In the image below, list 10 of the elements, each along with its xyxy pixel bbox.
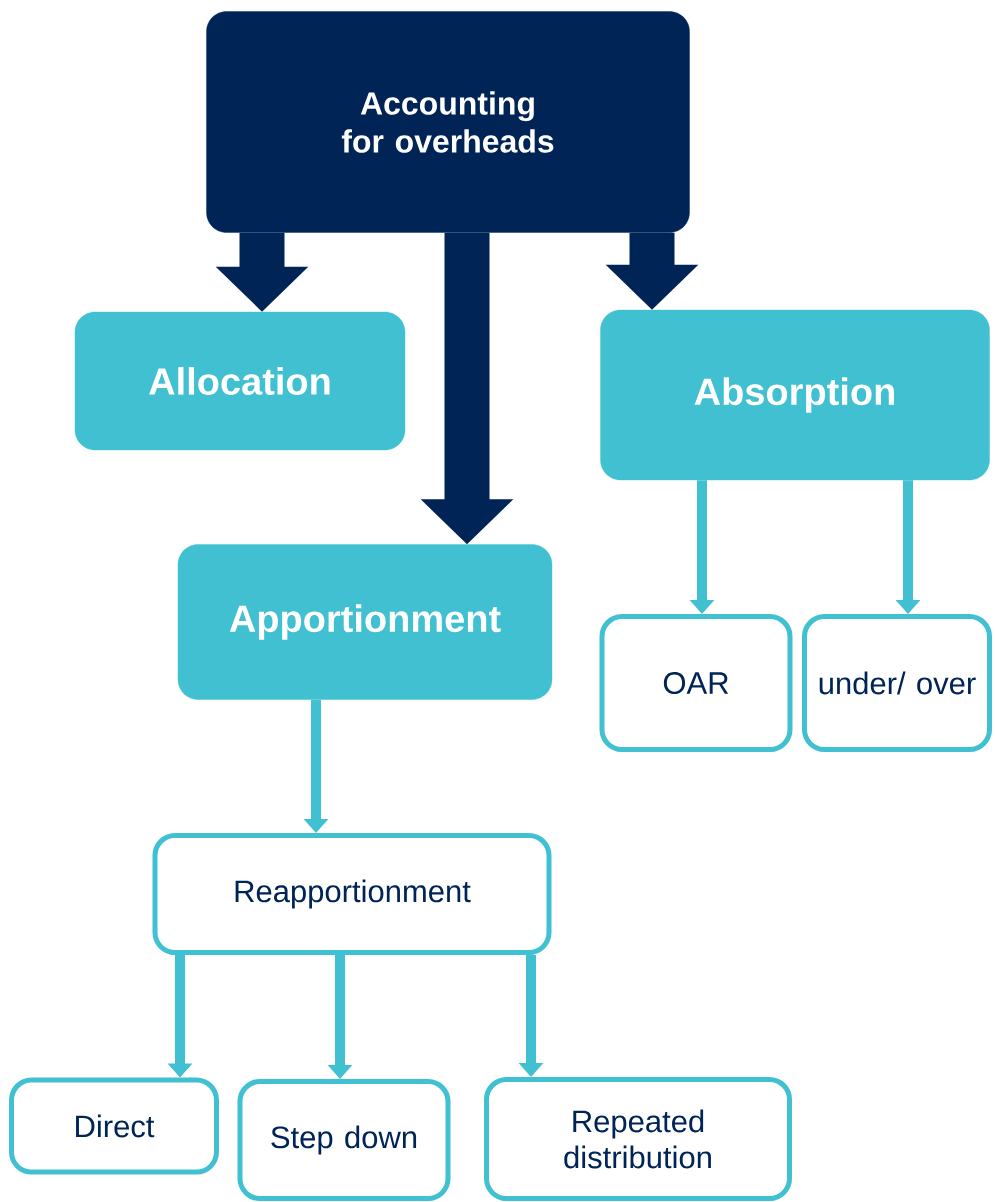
process-box: Reapportionment [152,833,552,955]
process-box: under/ over [802,614,992,752]
process-box: Step down [237,1079,451,1201]
process-box: Apportionment [177,544,553,700]
process-box: Accounting for overheads [206,11,690,233]
process-box: Allocation [74,311,406,451]
process-box: OAR [599,614,793,752]
process-box: Absorption [600,309,990,481]
process-box: Direct [9,1077,219,1175]
process-box: Repeated distribution [484,1077,792,1201]
